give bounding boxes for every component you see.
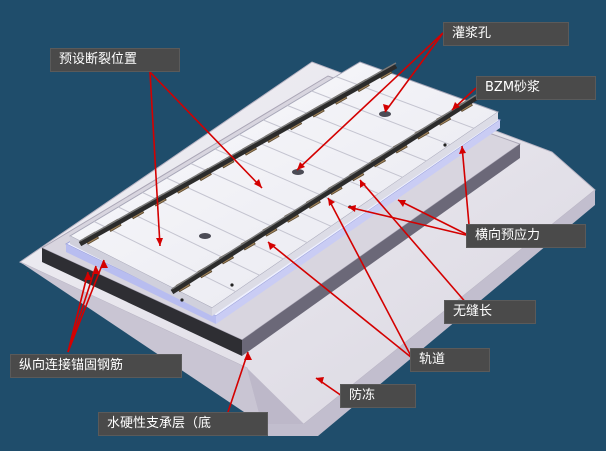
label-bzm-mortar: BZM砂浆 <box>476 76 596 100</box>
leader-lines <box>67 32 477 419</box>
grouting-holes <box>199 111 391 239</box>
preset-crack-line <box>190 163 332 227</box>
grouting-hole <box>292 169 304 175</box>
preset-crack-line <box>142 192 284 260</box>
label-track: 轨道 <box>410 348 490 372</box>
concrete-slab <box>68 61 500 316</box>
label-longitudinal-rebar: 纵向连接锚固钢筋 <box>10 354 182 378</box>
rails <box>78 62 478 295</box>
label-transverse-prestress: 横向预应力 <box>466 224 586 248</box>
grouting-hole <box>379 111 391 117</box>
label-preset-crack: 预设断裂位置 <box>50 48 180 72</box>
preset-crack-line <box>118 206 260 276</box>
preset-crack-line <box>238 134 380 195</box>
preset-crack-line <box>214 148 356 211</box>
leader-arrowheads <box>84 102 466 384</box>
grouting-hole <box>199 233 211 239</box>
label-seamless: 无缝长 <box>444 300 536 324</box>
label-frost-protection: 防冻 <box>340 384 416 408</box>
preset-crack-line <box>93 221 237 293</box>
rail-right <box>170 95 478 295</box>
preset-crack-line <box>166 177 308 244</box>
label-hydraulic-layer: 水硬性支承层（底 <box>98 412 268 436</box>
rail-left <box>78 63 398 247</box>
label-grouting-hole: 灌浆孔 <box>443 22 569 46</box>
